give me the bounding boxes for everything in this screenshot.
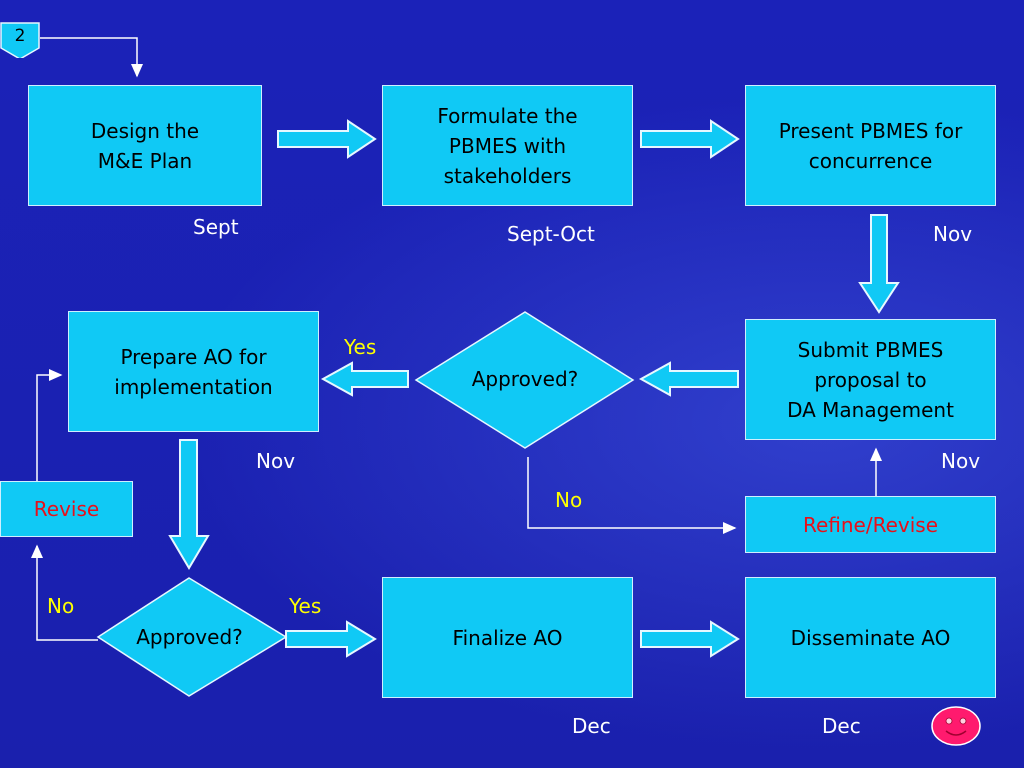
slide-number-badge — [0, 22, 40, 58]
approved-top-diamond — [414, 311, 635, 449]
arrow-approved-to-prepare — [320, 361, 409, 397]
arrow-formulate-to-present — [640, 119, 740, 159]
timeline-prepare: Nov — [256, 449, 296, 473]
formulate-step-box: Formulate the PBMES with stakeholders — [382, 85, 633, 206]
arrow-design-to-formulate — [277, 119, 377, 159]
no-bottom-connector — [31, 544, 98, 641]
refine-step-box: Refine/Revise — [745, 496, 996, 553]
arrow-approved-to-finalize — [285, 620, 377, 658]
arrow-present-to-submit — [858, 214, 900, 314]
yes-top-label: Yes — [344, 335, 377, 359]
no-bottom-label: No — [47, 594, 75, 618]
badge-to-design-connector — [40, 37, 143, 78]
prepare-step-box: Prepare AO for implementation — [68, 311, 319, 432]
submit-step-box: Submit PBMES proposal to DA Management — [745, 319, 996, 440]
revise-step-box: Revise — [0, 481, 133, 537]
approved-bottom-diamond — [96, 577, 288, 697]
timeline-present: Nov — [933, 222, 973, 246]
timeline-submit: Nov — [941, 449, 981, 473]
finalize-step-box: Finalize AO — [382, 577, 633, 698]
timeline-finalize: Dec — [572, 714, 611, 738]
timeline-disseminate: Dec — [822, 714, 861, 738]
disseminate-step-box: Disseminate AO — [745, 577, 996, 698]
slide-number: 2 — [14, 26, 26, 46]
timeline-formulate: Sept-Oct — [507, 222, 595, 246]
present-step-box: Present PBMES for concurrence — [745, 85, 996, 206]
arrow-finalize-to-disseminate — [640, 620, 740, 658]
smiley-face-icon — [931, 706, 981, 746]
approved-bottom-label: Approved? — [136, 625, 243, 649]
no-top-connector — [527, 457, 737, 534]
no-top-label: No — [555, 488, 583, 512]
arrow-prepare-to-approved — [168, 439, 210, 570]
revise-to-prepare-connector — [36, 369, 63, 481]
timeline-design: Sept — [193, 215, 239, 239]
arrow-submit-to-approved — [638, 361, 739, 397]
design-step-box: Design the M&E Plan — [28, 85, 262, 206]
approved-top-label: Approved? — [471, 367, 579, 391]
yes-bottom-label: Yes — [289, 594, 322, 618]
